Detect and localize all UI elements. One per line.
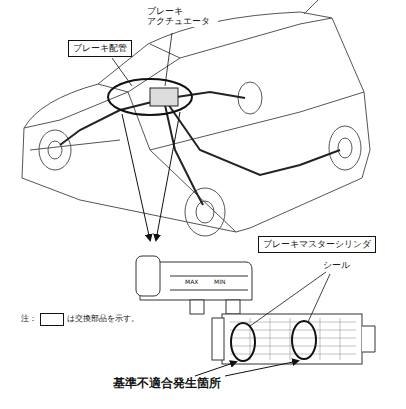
pointer-arrow: [122, 114, 150, 240]
part-label: 基準不適合発生箇所: [112, 377, 222, 391]
leader-line: [308, 274, 330, 322]
legend-swatch: [40, 313, 64, 326]
pointer-arrow: [156, 112, 180, 240]
part-name-box: ブレーキマスターシリンダ: [258, 236, 376, 253]
legend-text: は交換部品を示す。: [66, 314, 140, 323]
part-name-box: ブレーキ配管: [68, 40, 132, 57]
leader-line: [250, 272, 326, 326]
leader-line: [165, 33, 172, 86]
master-cylinder: [136, 256, 375, 364]
defect-circle: [231, 323, 255, 361]
part-name: ブレーキマスターシリンダ: [263, 239, 371, 250]
pointer-arrow: [225, 361, 298, 376]
highlight-ellipse: [108, 79, 192, 115]
leader-line: [112, 58, 132, 86]
part-label: MIN: [213, 279, 226, 286]
part-name: ブレーキ配管: [73, 43, 127, 54]
pointer-arrow: [195, 362, 236, 376]
part-label: 注：: [20, 314, 38, 323]
brake-pipes: [60, 88, 340, 205]
part-label: MAX: [184, 279, 199, 286]
part-label: シール: [322, 260, 351, 270]
defect-circle: [292, 321, 316, 359]
car-outline: [22, 0, 370, 236]
part-label: ブレーキ アクチュエータ: [146, 6, 218, 27]
